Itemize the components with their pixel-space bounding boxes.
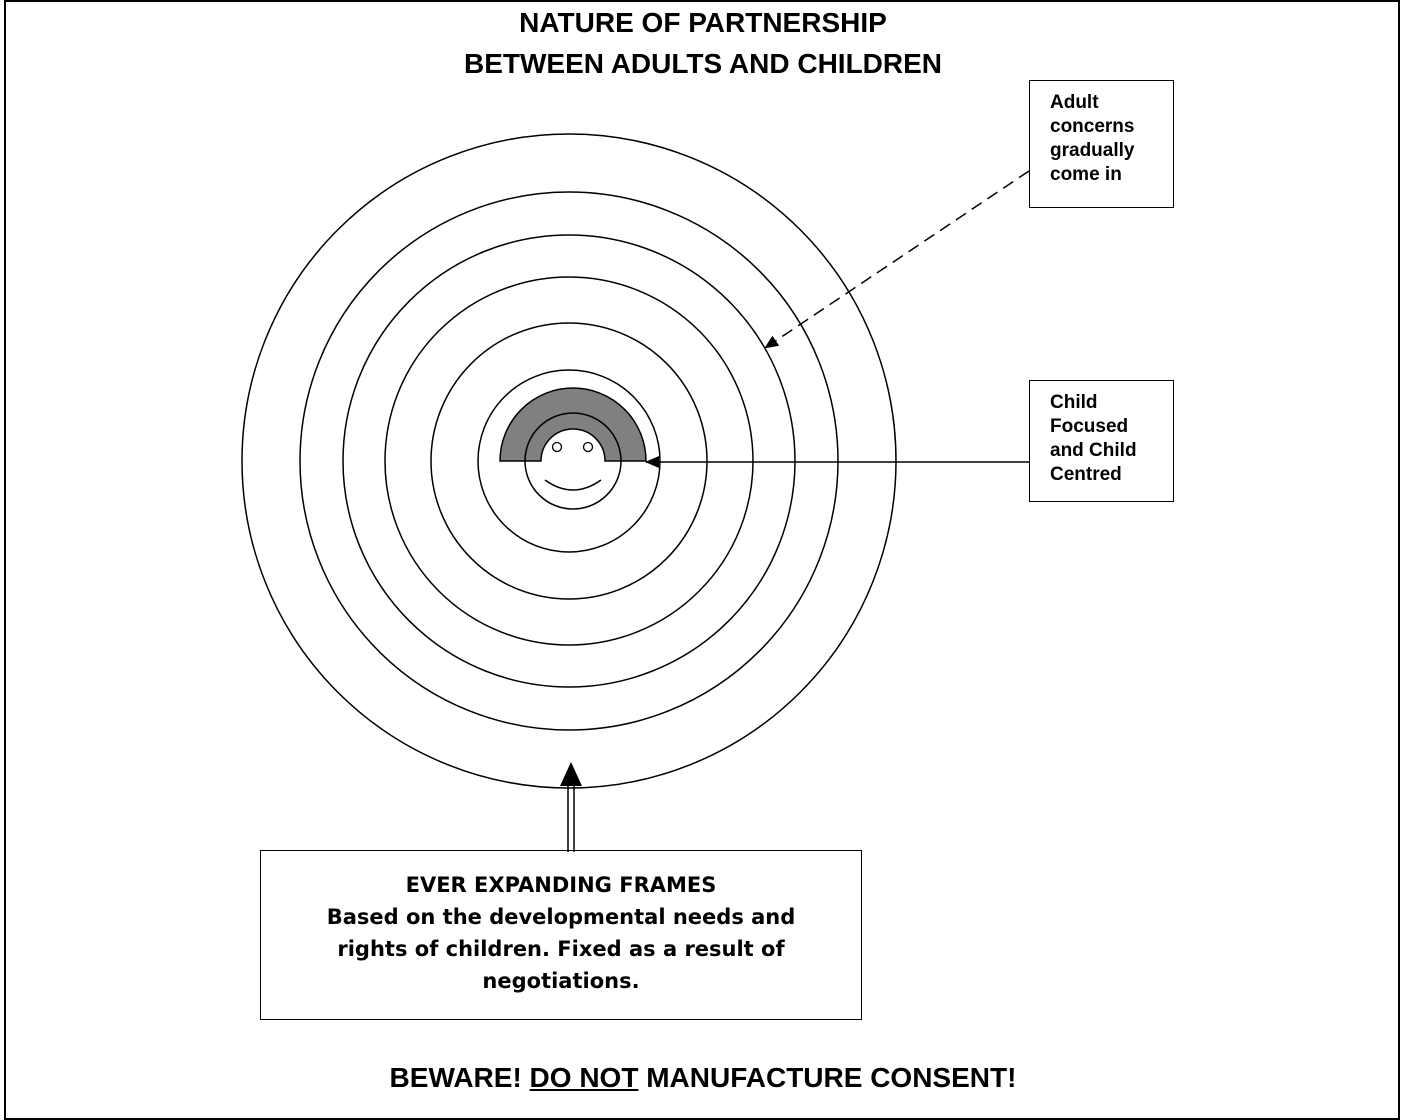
ring-3 xyxy=(342,234,796,688)
ring-2 xyxy=(299,191,839,731)
expanding-frames-heading: EVER EXPANDING FRAMES xyxy=(405,873,717,897)
adult-concerns-line: concerns xyxy=(1050,116,1135,137)
warning-message: BEWARE! DO NOT MANUFACTURE CONSENT! xyxy=(0,1062,1406,1094)
adult-concerns-line: Adult xyxy=(1050,92,1099,113)
adult-concerns-arrow xyxy=(764,170,1030,349)
child-focused-line: and Child xyxy=(1050,440,1137,461)
expanding-frames-line: Based on the developmental needs and xyxy=(326,905,796,929)
smile xyxy=(544,479,602,491)
expanding-frames-box: EVER EXPANDING FRAMES Based on the devel… xyxy=(260,850,862,1020)
grey-half-ring xyxy=(499,387,647,462)
warning-suffix: MANUFACTURE CONSENT! xyxy=(638,1062,1017,1093)
expanding-frames-line: rights of children. Fixed as a result of xyxy=(337,937,785,961)
right-eye xyxy=(582,441,594,453)
expanding-frames-line: negotiations. xyxy=(482,969,640,993)
left-eye xyxy=(551,441,563,453)
diagram-title-line-1: NATURE OF PARTNERSHIP xyxy=(519,7,887,38)
ring-6 xyxy=(477,369,661,553)
child-focused-callout: Child Focused and Child Centred xyxy=(1029,380,1174,502)
diagram-title-line-2: BETWEEN ADULTS AND CHILDREN xyxy=(463,48,943,79)
adult-concerns-callout: Adult concerns gradually come in xyxy=(1029,80,1174,208)
concentric-frames-diagram xyxy=(241,133,1030,852)
ring-4 xyxy=(384,276,754,646)
ring-5 xyxy=(430,322,708,600)
warning-emphasis: DO NOT xyxy=(529,1062,639,1093)
adult-concerns-line: gradually xyxy=(1050,140,1135,161)
child-focused-line: Centred xyxy=(1050,464,1122,485)
child-face xyxy=(524,412,622,510)
ring-1 xyxy=(241,133,897,789)
child-focused-line: Child xyxy=(1050,392,1098,413)
concentric-rings xyxy=(241,133,897,789)
warning-prefix: BEWARE! xyxy=(389,1062,530,1093)
child-focused-line: Focused xyxy=(1050,416,1129,437)
expanding-frames-arrow xyxy=(560,762,582,852)
adult-concerns-line: come in xyxy=(1050,164,1122,185)
